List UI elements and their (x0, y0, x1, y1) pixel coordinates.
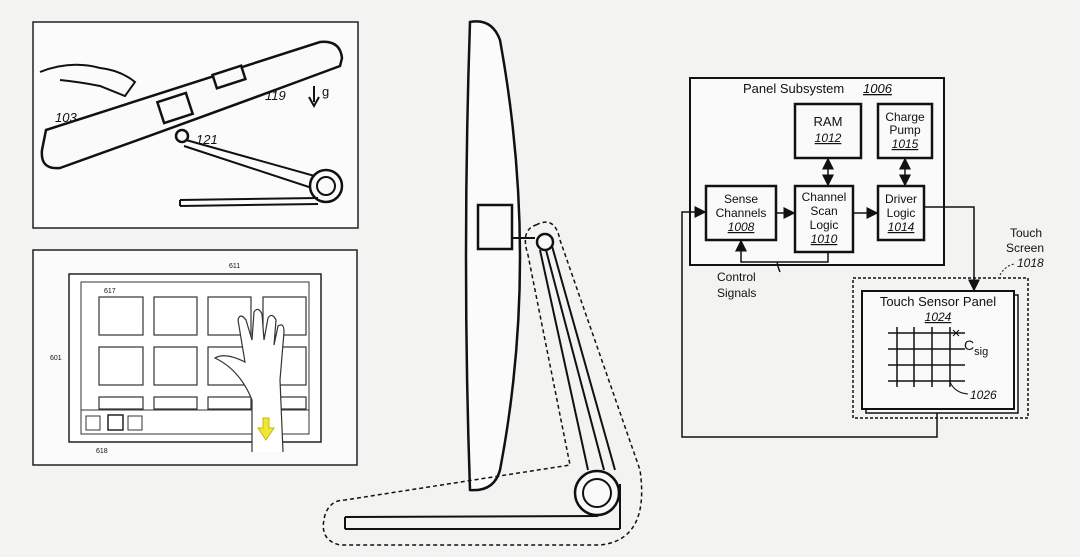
tilted-display-body (40, 40, 344, 170)
ref-label: 121 (196, 132, 218, 147)
dock-icon (107, 414, 124, 431)
ref-label: 611 (229, 263, 240, 270)
gravity-arrow-icon (308, 86, 320, 109)
stand-pivot (573, 469, 621, 517)
sense-channels-box (704, 184, 778, 242)
monitor-body (464, 20, 522, 492)
touch-sensor-panel-ref: 1024 (925, 310, 952, 324)
signal-connectors (681, 157, 980, 438)
figure-monitor-side-view (322, 20, 643, 546)
dock-icon (85, 415, 101, 431)
sensor-grid-ref: 1026 (970, 388, 997, 402)
stand-arm (539, 245, 616, 471)
driver-logic-ref: 1014 (888, 220, 915, 234)
ram-ref: 1012 (815, 131, 842, 145)
swipe-down-arrow-icon (257, 417, 275, 441)
driver-logic-box (876, 184, 926, 242)
display-sensor-119 (210, 64, 248, 90)
hand-sketch (39, 63, 137, 98)
panel-subsystem-ref: 1006 (863, 81, 893, 96)
channel-scan-logic-ref: 1010 (811, 232, 838, 246)
control-signals-label: Signals (717, 286, 756, 300)
sensor-grid (888, 327, 965, 387)
figure-tilted-display: 103 121 119 g (32, 21, 359, 229)
sense-channels-label: Sense (724, 192, 758, 206)
driver-logic-label: Driver (885, 192, 917, 206)
ram-box (793, 102, 863, 160)
channel-scan-logic-label: Logic (810, 218, 839, 232)
stand-base (179, 197, 319, 207)
panel-subsystem-title: Panel Subsystem (743, 81, 844, 96)
figure-touch-ui: 611 617 601 618 (32, 249, 358, 466)
touch-sensor-panel-label: Touch Sensor Panel (880, 294, 996, 309)
sense-channels-label: Channels (716, 206, 767, 220)
hinge (535, 232, 555, 252)
charge-pump-ref: 1015 (892, 137, 919, 151)
ref-label: 617 (104, 288, 116, 295)
touch-screen-label: Screen (1006, 241, 1044, 255)
touch-sensor-panel-box (861, 290, 1015, 410)
channel-scan-logic-label: Channel (802, 190, 847, 204)
ram-label: RAM (814, 114, 843, 129)
charge-pump-label: Pump (889, 123, 921, 137)
touch-screen-ref: 1018 (1017, 256, 1044, 270)
block-diagram: Panel Subsystem 1006 RAM 1012 Charge Pum… (681, 77, 1044, 438)
driver-logic-label: Logic (887, 206, 916, 220)
stand-base (344, 484, 621, 530)
channel-scan-logic-label: Scan (810, 204, 837, 218)
ref-label: 601 (50, 355, 62, 362)
channel-scan-logic-box (793, 184, 855, 254)
charge-pump-label: Charge (885, 110, 925, 124)
stand-pivot (308, 168, 344, 204)
ref-label: 103 (55, 110, 77, 125)
ref-label: 119 (265, 88, 286, 103)
ref-label: 618 (96, 448, 108, 455)
monitor-component (476, 203, 514, 251)
sense-channels-ref: 1008 (728, 220, 755, 234)
display-component (155, 91, 195, 125)
control-signals-label: Control (717, 270, 756, 284)
hand-sketch (213, 308, 285, 453)
dock-icon (127, 415, 143, 431)
hinge (174, 128, 190, 144)
csig-label: Csig (964, 337, 988, 358)
stand-assembly-outline (322, 221, 643, 546)
csig-marker-icon (952, 329, 960, 337)
touch-screen-label: Touch (1010, 226, 1042, 240)
touch-screen-outline (852, 277, 1029, 419)
gravity-label: g (322, 84, 329, 99)
